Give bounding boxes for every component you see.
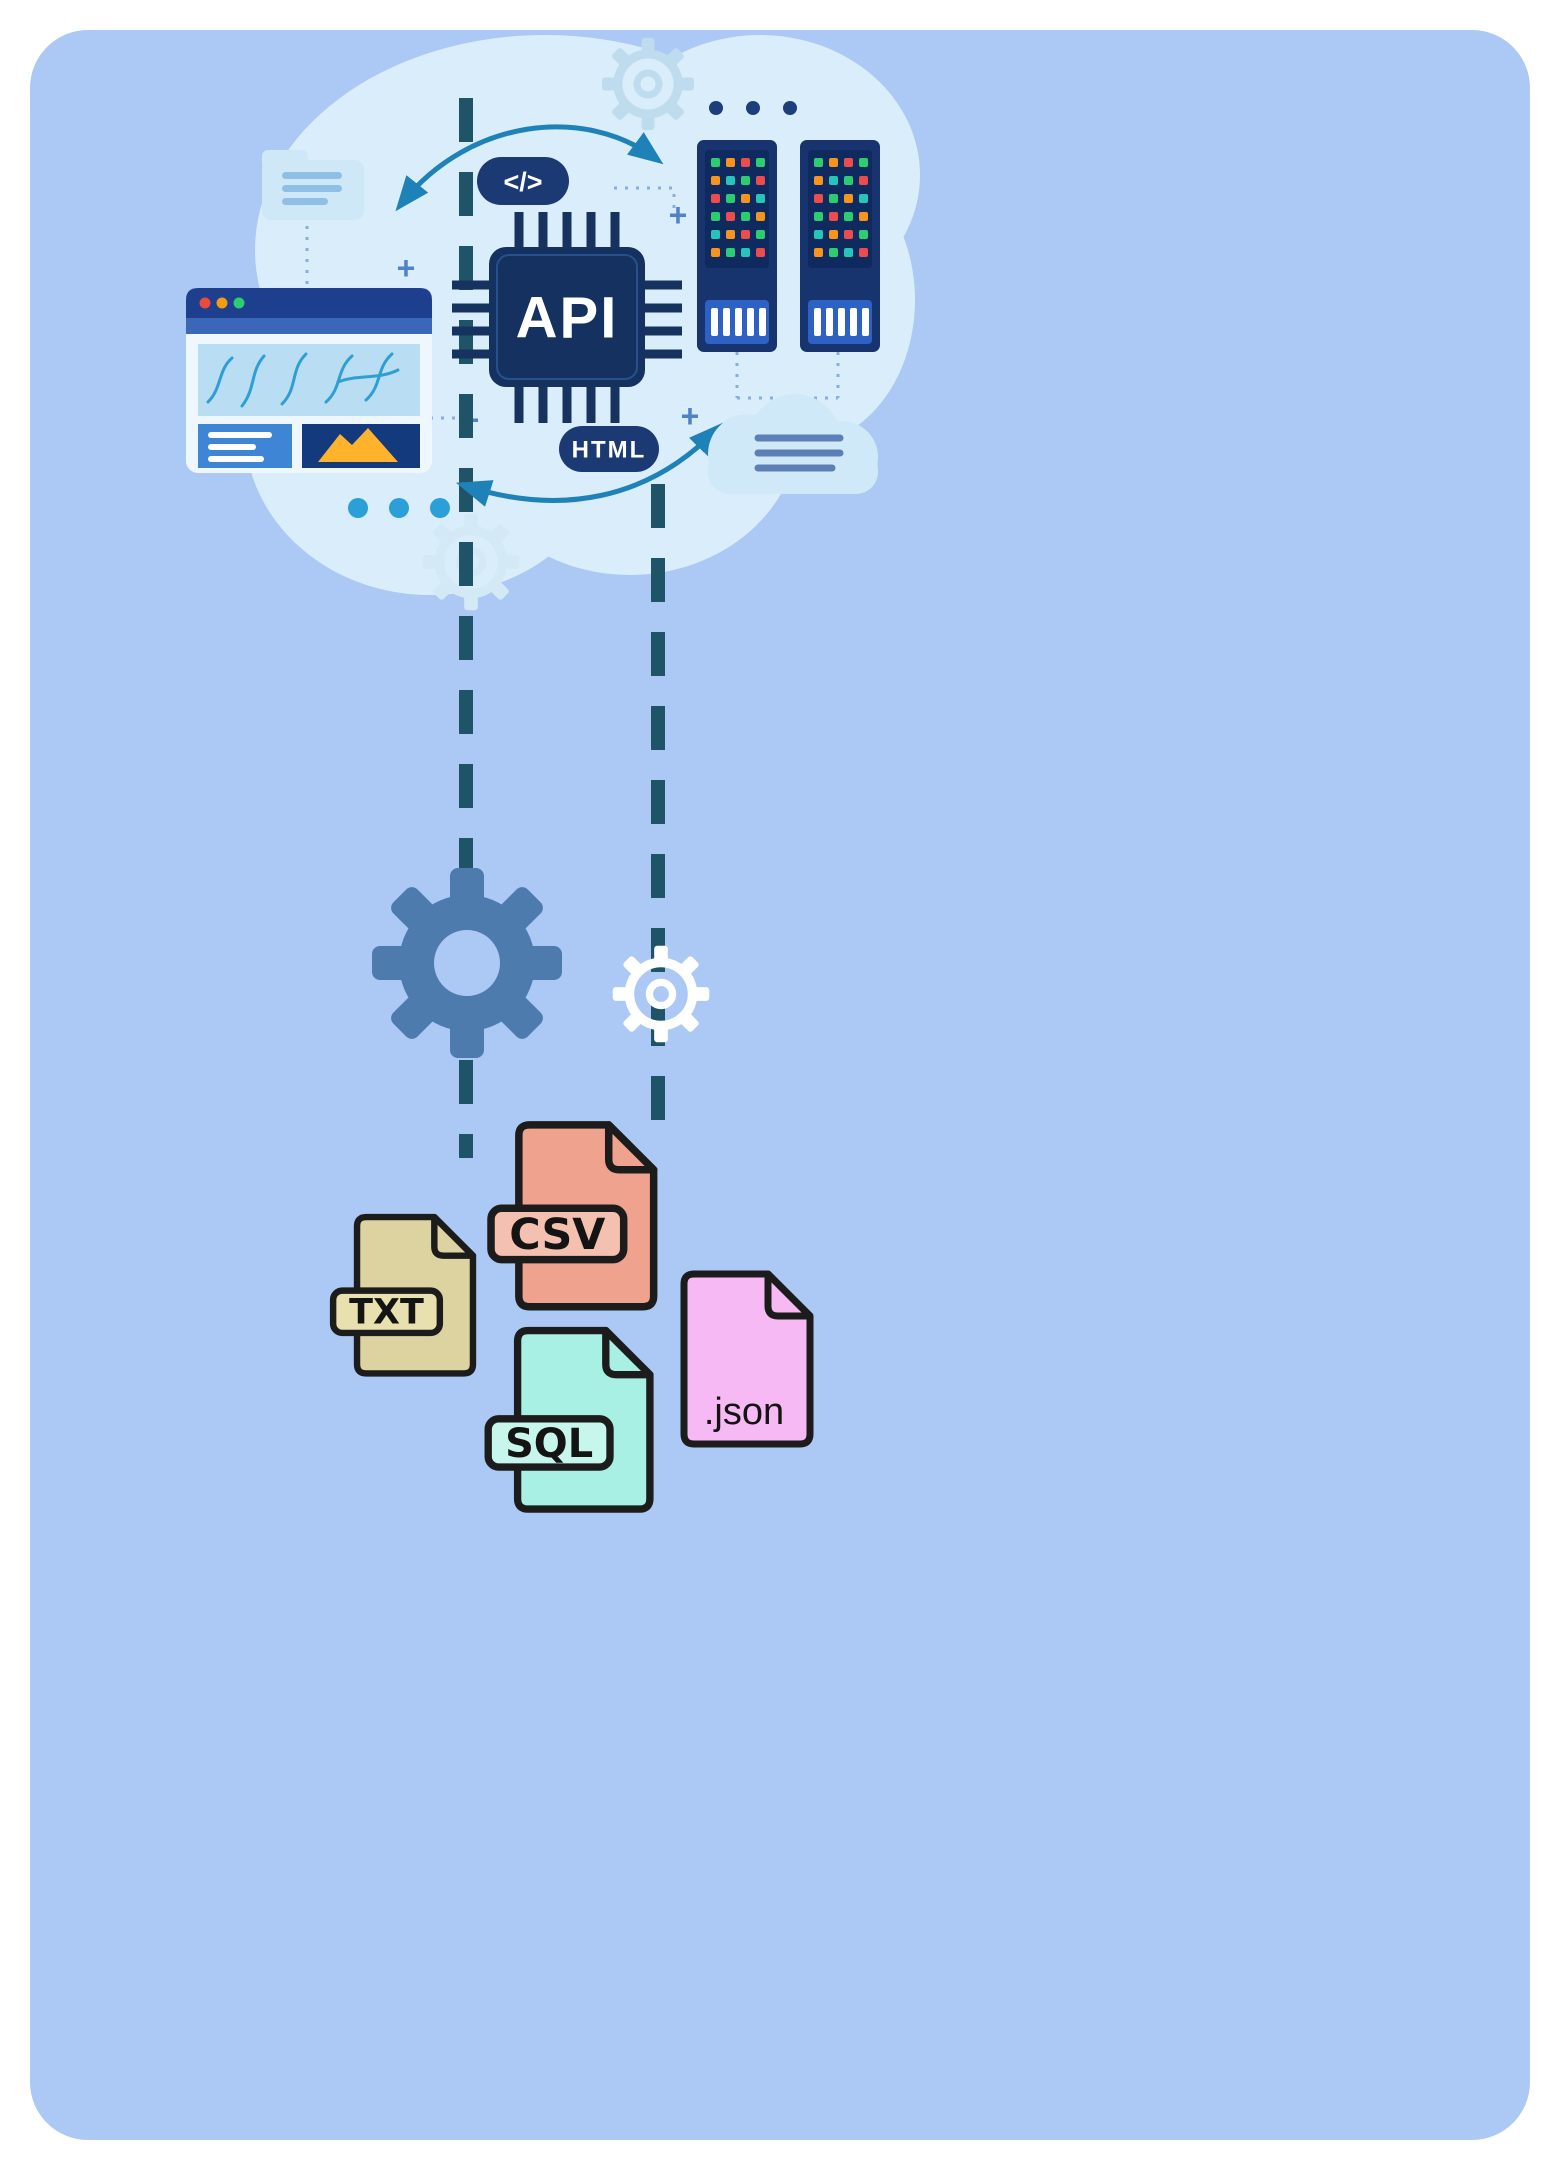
- code-tag-label: </>: [503, 167, 542, 197]
- api-chip: API: [452, 212, 682, 423]
- file-txt-icon: TXT: [329, 1213, 477, 1377]
- plus-sign: +: [669, 197, 688, 233]
- file-label-txt: TXT: [349, 1293, 424, 1333]
- window-dot-red: [199, 297, 211, 309]
- gear-solid-large-icon: [372, 868, 562, 1058]
- arrow-top: [395, 124, 664, 212]
- code-tag-badge: </>: [477, 157, 569, 205]
- gear-outline-small-icon: [613, 946, 710, 1043]
- api-label: API: [516, 286, 619, 351]
- browser-titlebar: [186, 288, 432, 318]
- ellipsis-dots-bottom: [348, 498, 450, 518]
- data-flow-arrows: [395, 124, 724, 507]
- cloud-lines: [754, 434, 844, 472]
- file-label-sql: SQL: [505, 1421, 593, 1467]
- text-panel-lines: [208, 432, 272, 462]
- file-csv-icon: CSV: [487, 1121, 658, 1311]
- file-label-csv: CSV: [509, 1210, 605, 1260]
- folder-icon: [262, 150, 364, 220]
- html-badge: HTML: [559, 426, 659, 472]
- browser-map-panel: [198, 344, 420, 416]
- chip-pins: [452, 212, 682, 423]
- server-rack-right: [800, 140, 880, 352]
- plus-sign: +: [681, 398, 700, 434]
- file-json-icon: .json: [680, 1270, 814, 1448]
- ellipsis-dots-top: [709, 101, 797, 115]
- window-dot-green: [233, 297, 245, 309]
- window-dot-orange: [216, 297, 228, 309]
- dotted-connectors: [305, 186, 840, 420]
- file-sql-icon: SQL: [484, 1326, 654, 1513]
- mountain-icon: [318, 428, 398, 462]
- plus-sign: +: [397, 250, 416, 286]
- arrow-bottom: [455, 422, 724, 507]
- html-label: HTML: [572, 437, 647, 464]
- browser-toolbar: [186, 318, 432, 334]
- cloud-icon: [708, 394, 878, 494]
- map-squiggles: [206, 352, 400, 408]
- file-label-json: .json: [704, 1391, 784, 1433]
- server-rack-left: [697, 140, 777, 352]
- browser-window: [186, 288, 432, 473]
